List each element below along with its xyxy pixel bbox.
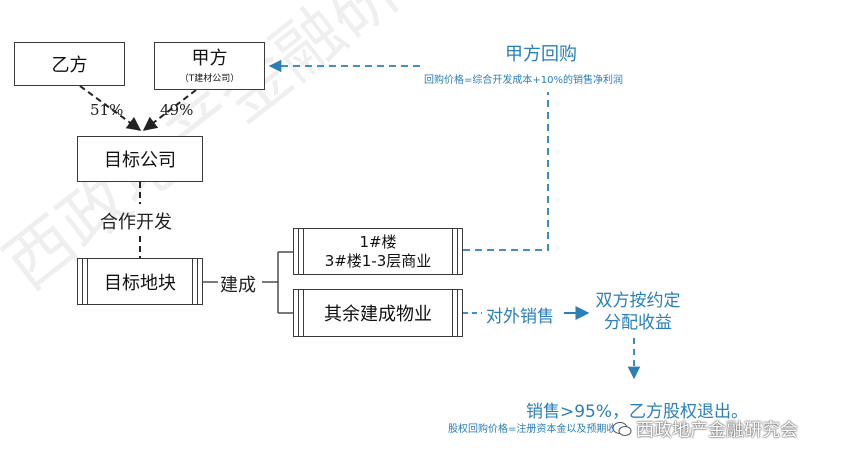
party-jia-box: 甲方 （T建材公司） [154, 42, 265, 90]
distribution-line2: 分配收益 [604, 313, 672, 333]
wechat-icon [612, 421, 632, 437]
other-property-box: 其余建成物业 [293, 289, 463, 337]
land-stripe-right [192, 259, 198, 304]
buyback-title: 甲方回购 [505, 44, 577, 65]
target-company-label: 目标公司 [104, 150, 176, 171]
distribution-line1: 双方按约定 [595, 291, 681, 311]
distribution-label: 双方按约定 分配收益 [588, 290, 688, 334]
other-stripe-left [298, 290, 304, 336]
equity-buyback-formula: 股权回购价格=注册资本金以及预期收益 [448, 424, 627, 435]
party-jia-subtitle: （T建材公司） [179, 73, 240, 84]
building1-box: 1#楼 3#楼1-3层商业 [293, 228, 463, 275]
jia-share-label: 49% [160, 101, 194, 119]
yi-share-label: 51% [90, 101, 124, 119]
building1-stripe-right [452, 229, 458, 274]
jia-to-company-arrow [142, 89, 197, 131]
watermark-badge-text: 西政地产金融研究会 [636, 420, 798, 441]
target-land-box: 目标地块 [77, 258, 203, 305]
cooperation-label: 合作开发 [100, 212, 172, 233]
building1-line1: 1#楼 [359, 232, 397, 251]
target-company-box: 目标公司 [77, 136, 203, 182]
other-stripe-right [452, 290, 458, 336]
party-yi-label: 乙方 [51, 55, 88, 76]
yi-to-company-arrow [79, 85, 142, 131]
other-property-label: 其余建成物业 [324, 304, 432, 325]
exit-title: 销售>95%，乙方股权退出。 [526, 402, 749, 422]
party-jia-label: 甲方 [191, 47, 228, 69]
target-land-label: 目标地块 [104, 272, 176, 294]
building1-stripe-left [298, 229, 304, 274]
buyback-price-formula: 回购价格=综合开发成本+10%的销售净利润 [424, 75, 623, 86]
build-label: 建成 [220, 275, 256, 296]
watermark-badge: 西政地产金融研究会 [612, 416, 798, 442]
building1-line2: 3#楼1-3层商业 [324, 251, 432, 270]
buyback-arrow [463, 92, 549, 251]
external-sales-label: 对外销售 [486, 307, 554, 327]
land-stripe-left [82, 259, 88, 304]
party-yi-box: 乙方 [14, 42, 125, 86]
